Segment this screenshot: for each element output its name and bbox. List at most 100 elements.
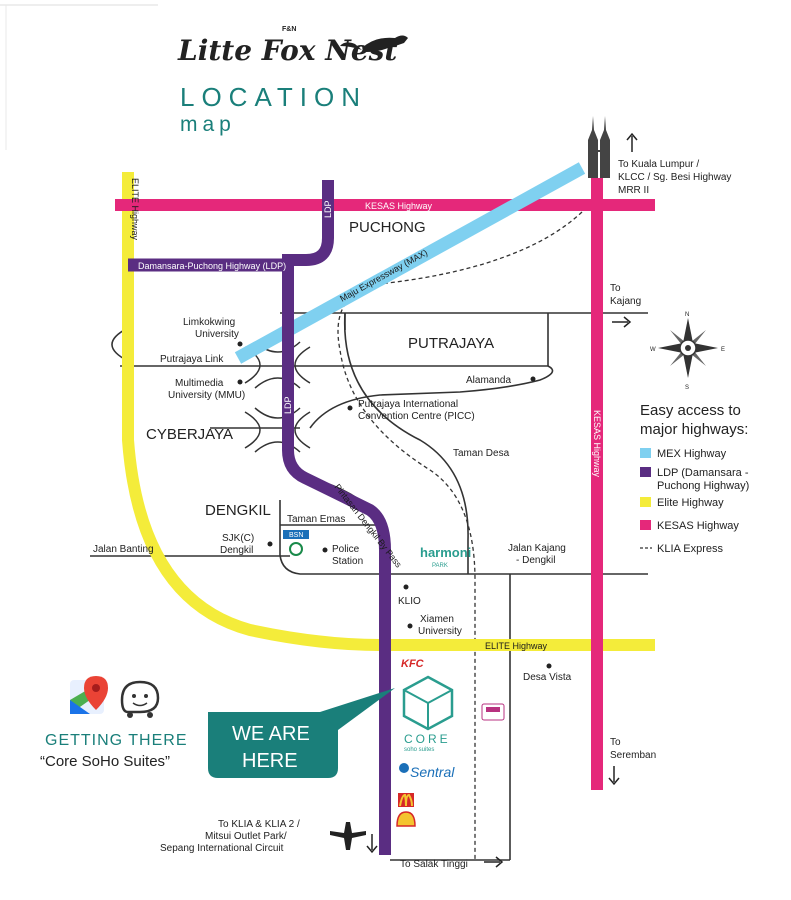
core-logo-text: CORE bbox=[404, 732, 451, 746]
legend-label-kesas: KESAS Highway bbox=[657, 520, 739, 532]
place-xiamen-2: University bbox=[418, 626, 462, 637]
brand-prefix: F&N bbox=[282, 26, 296, 33]
svg-text:Sentral: Sentral bbox=[410, 764, 455, 780]
we-are-here-callout: WE ARE HERE bbox=[208, 688, 395, 778]
place-jalan-kajang-2: - Dengkil bbox=[516, 555, 555, 566]
legend-title-2: major highways: bbox=[640, 421, 748, 438]
place-picc-1: Putrajaya International bbox=[358, 399, 458, 410]
place-police-2: Station bbox=[332, 556, 363, 567]
place-picc-2: Convention Centre (PICC) bbox=[358, 411, 475, 422]
callout-line-1: WE ARE bbox=[232, 723, 310, 745]
svg-text:E: E bbox=[721, 347, 725, 353]
direction-salak: To Salak Tinggi bbox=[400, 859, 468, 870]
direction-seremban-2: Seremban bbox=[610, 750, 656, 761]
getting-there-title: GETTING THERE bbox=[45, 732, 188, 749]
location-title: LOCATION bbox=[180, 82, 367, 112]
google-maps-icon bbox=[70, 676, 108, 714]
place-limkokwing-1: Limkokwing bbox=[183, 317, 235, 328]
shell-logo-icon bbox=[396, 811, 416, 827]
map-subtitle: map bbox=[180, 113, 236, 136]
place-sjk-2: Dengkil bbox=[220, 545, 253, 556]
direction-kl-1: To Kuala Lumpur / bbox=[618, 159, 699, 170]
place-mmu-1: Multimedia bbox=[175, 378, 224, 389]
svg-text:harmoni: harmoni bbox=[420, 545, 471, 560]
place-jalan-banting: Jalan Banting bbox=[93, 544, 154, 555]
place-taman-desa: Taman Desa bbox=[453, 448, 510, 459]
mcdonalds-logo-icon bbox=[398, 793, 414, 807]
direction-klia-3: Sepang International Circuit bbox=[160, 843, 284, 854]
max-label: Maju Expressway (MAX) bbox=[338, 247, 429, 303]
legend-label-ldp-2: Puchong Highway) bbox=[657, 480, 749, 492]
direction-kl-3: MRR II bbox=[618, 185, 649, 196]
legend-label-klia: KLIA Express bbox=[657, 543, 724, 555]
place-dots bbox=[237, 341, 552, 669]
place-desa-vista: Desa Vista bbox=[523, 672, 572, 683]
legend-swatch-mex bbox=[640, 448, 651, 458]
place-putrajaya-link: Putrajaya Link bbox=[160, 354, 224, 365]
svg-text:W: W bbox=[650, 347, 656, 353]
legend-label-elite: Elite Highway bbox=[657, 497, 724, 509]
legend-swatch-elite bbox=[640, 497, 651, 507]
direction-kajang-1: To bbox=[610, 283, 621, 294]
klia-express-logo-icon bbox=[481, 703, 505, 721]
cyberjaya-interchanges bbox=[244, 341, 311, 453]
direction-klia-2: Mitsui Outlet Park/ bbox=[205, 831, 287, 842]
place-xiamen-1: Xiamen bbox=[420, 614, 454, 625]
airplane-icon bbox=[330, 822, 366, 850]
region-puchong: PUCHONG bbox=[349, 219, 426, 236]
place-klio: KLIO bbox=[398, 596, 421, 607]
direction-klia-1: To KLIA & KLIA 2 / bbox=[218, 819, 300, 830]
arrow-up-icon bbox=[626, 132, 638, 152]
place-police-1: Police bbox=[332, 544, 360, 555]
legend-title-1: Easy access to bbox=[640, 402, 741, 419]
direction-kajang-2: Kajang bbox=[610, 296, 641, 307]
waze-icon bbox=[120, 680, 160, 718]
ldp-mid-label: LDP bbox=[283, 396, 293, 414]
kfc-logo: KFC bbox=[401, 658, 425, 670]
core-cube-icon bbox=[402, 675, 454, 731]
legend-swatch-kesas bbox=[640, 520, 651, 530]
svg-text:S: S bbox=[685, 385, 689, 391]
elite-highway bbox=[122, 172, 655, 651]
harmoni-park-logo-icon: harmoni PARK bbox=[420, 545, 471, 569]
region-putrajaya: PUTRAJAYA bbox=[408, 335, 494, 352]
arrow-down-klia-icon bbox=[366, 834, 378, 854]
svg-text:BSN: BSN bbox=[289, 532, 303, 539]
legend-label-mex: MEX Highway bbox=[657, 448, 727, 460]
core-logo-sub: soho suites bbox=[404, 747, 434, 753]
ldp-top-label: LDP bbox=[323, 200, 333, 218]
fox-logo-icon bbox=[340, 35, 408, 52]
ldp-full-label: Damansara-Puchong Highway (LDP) bbox=[138, 261, 286, 271]
callout-line-2: HERE bbox=[242, 750, 298, 772]
place-alamanda: Alamanda bbox=[466, 375, 511, 386]
twin-towers-icon bbox=[588, 116, 610, 178]
bsn-logo-icon: BSN bbox=[283, 530, 309, 556]
ldp-highway bbox=[282, 180, 391, 855]
kesas-side-label: KESAS Highway bbox=[592, 410, 602, 478]
getting-there-subtitle: “Core SoHo Suites” bbox=[40, 753, 170, 770]
place-limkokwing-2: University bbox=[195, 329, 239, 340]
elite-bottom-label: ELITE Highway bbox=[485, 641, 548, 651]
region-dengkil: DENGKIL bbox=[205, 502, 271, 519]
arrow-right-salak-icon bbox=[484, 856, 504, 868]
direction-seremban-1: To bbox=[610, 737, 621, 748]
place-jalan-kajang-1: Jalan Kajang bbox=[508, 543, 566, 554]
legend-swatch-ldp bbox=[640, 467, 651, 477]
region-cyberjaya: CYBERJAYA bbox=[146, 426, 233, 443]
svg-text:N: N bbox=[685, 312, 689, 318]
kesas-label: KESAS Highway bbox=[365, 201, 433, 211]
arrow-right-icon bbox=[612, 316, 632, 328]
place-taman-emas: Taman Emas bbox=[287, 514, 345, 525]
legend-items: MEX Highway LDP (Damansara - Puchong Hig… bbox=[640, 448, 749, 555]
elite-side-label: ELITE Highway bbox=[130, 178, 140, 241]
arrow-down-icon bbox=[608, 766, 620, 786]
sentral-logo-icon: Sentral bbox=[399, 763, 455, 780]
svg-text:PARK: PARK bbox=[432, 563, 448, 569]
place-mmu-2: University (MMU) bbox=[168, 390, 245, 401]
klia-express-line bbox=[337, 211, 583, 860]
mex-highway bbox=[234, 162, 586, 364]
compass-rose-icon: N S E W bbox=[650, 312, 725, 391]
brand-name: Litte Fox Nest bbox=[177, 34, 397, 67]
place-sjk-1: SJK(C) bbox=[222, 533, 254, 544]
